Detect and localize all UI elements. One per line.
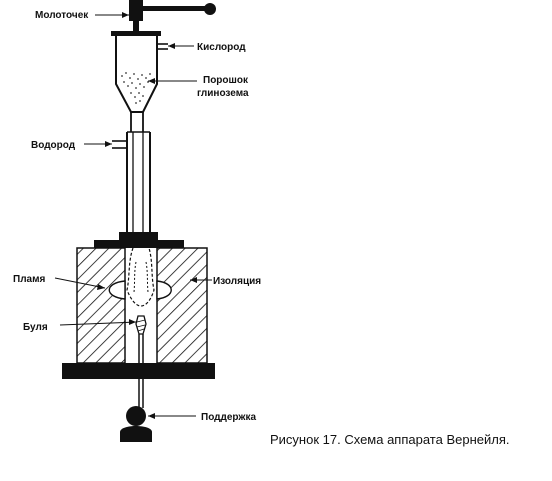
furnace-wall-left bbox=[76, 247, 126, 364]
flame-cavity-left bbox=[108, 280, 126, 300]
label-powder-line2: глинозема bbox=[197, 88, 249, 99]
flame-cavity-right bbox=[156, 280, 172, 300]
hammer-handle bbox=[143, 6, 208, 11]
powder-hopper bbox=[111, 31, 161, 113]
label-hydrogen: Водород bbox=[31, 140, 76, 151]
label-powder-line1: Порошок bbox=[203, 75, 249, 86]
leader-boule bbox=[59, 321, 137, 326]
label-flame: Пламя bbox=[13, 274, 45, 285]
top-flange bbox=[94, 232, 184, 248]
base-plate bbox=[62, 363, 215, 379]
central-tube bbox=[126, 112, 151, 238]
leader-flame bbox=[54, 277, 106, 289]
alumina-powder bbox=[121, 72, 151, 104]
flame bbox=[126, 247, 155, 307]
insulated-furnace bbox=[76, 247, 208, 364]
label-oxygen: Кислород bbox=[197, 42, 246, 53]
hammer-head bbox=[129, 0, 143, 21]
diagram-labels: Молоточек Кислород Порошок глинозема Вод… bbox=[13, 10, 261, 423]
hammer-knob bbox=[204, 3, 216, 15]
oxygen-inlet bbox=[157, 43, 194, 50]
support-pedestal bbox=[120, 406, 152, 442]
hopper-cap bbox=[111, 31, 161, 36]
figure-caption: Рисунок 17. Схема аппарата Вернейля. bbox=[270, 432, 509, 447]
hammer-assembly bbox=[129, 0, 216, 31]
arrowheads bbox=[97, 12, 197, 419]
label-boule: Буля bbox=[23, 322, 48, 333]
furnace-wall-right bbox=[156, 247, 208, 364]
leader-lines bbox=[54, 14, 212, 417]
hopper-body bbox=[115, 36, 158, 113]
label-insulation: Изоляция bbox=[213, 276, 261, 287]
label-hammer: Молоточек bbox=[35, 10, 89, 21]
label-support: Поддержка bbox=[201, 412, 256, 423]
hammer-rod bbox=[133, 21, 139, 31]
